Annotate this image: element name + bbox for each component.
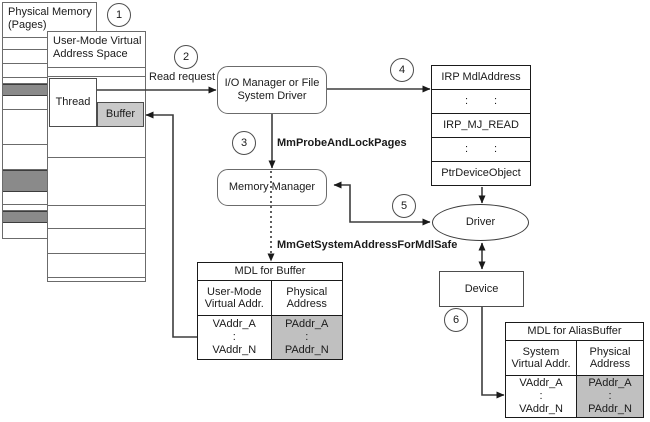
- mdl-alias-vaddr-cell: VAddr_A : VAddr_N: [506, 376, 577, 417]
- mdl-buffer-vaddr-cell: VAddr_A : VAddr_N: [198, 316, 272, 359]
- mmprobeandlockpages-label: MmProbeAndLockPages: [277, 137, 407, 149]
- page-row: [3, 78, 47, 84]
- ellipsis: :: [232, 331, 236, 343]
- step-number: 3: [240, 136, 248, 149]
- vaddr-n: VAddr_N: [212, 344, 257, 356]
- step-number: 5: [400, 199, 408, 212]
- paddr-a: PAddr_A: [285, 318, 329, 330]
- paddr-a: PAddr_A: [588, 377, 632, 389]
- col-header-text: User-Mode: [207, 286, 262, 298]
- page-row: [3, 205, 47, 211]
- colon: :: [464, 95, 468, 107]
- mdl-alias-paddr-cell: PAddr_A : PAddr_N: [577, 376, 643, 417]
- step-circle-1: 1: [107, 3, 131, 27]
- user-mode-row-line: [47, 253, 146, 254]
- irp-row-ellipsis: : :: [432, 138, 530, 162]
- io-manager-label-line1: I/O Manager or File: [224, 77, 320, 89]
- io-manager-label-line2: System Driver: [237, 90, 307, 102]
- mdl-buffer-paddr-cell: PAddr_A : PAddr_N: [271, 316, 342, 359]
- mdl-alias-col1-header: System Virtual Addr.: [506, 341, 577, 375]
- page-row-highlighted: [3, 211, 47, 223]
- step-number: 1: [115, 8, 123, 21]
- paddr-n: PAddr_N: [588, 403, 632, 415]
- thread-box: Thread: [49, 78, 97, 127]
- read-request-label: Read request: [149, 71, 216, 83]
- mdl-buffer-title: MDL for Buffer: [198, 263, 342, 281]
- colon: :: [464, 143, 468, 155]
- step-number: 2: [182, 50, 190, 63]
- colon: :: [494, 143, 498, 155]
- step-number: 4: [398, 63, 406, 76]
- physical-memory-page-column: [2, 38, 48, 239]
- mmgetsystemaddressformdlsafe-label: MmGetSystemAddressForMdlSafe: [277, 239, 458, 251]
- mdl-buffer-col1-header: User-Mode Virtual Addr.: [198, 281, 272, 315]
- ellipsis: :: [608, 390, 612, 402]
- user-mode-title-line2: Address Space: [53, 48, 128, 60]
- irp-row-ptrdeviceobject: PtrDeviceObject: [441, 167, 521, 179]
- user-mode-row-line: [47, 277, 146, 278]
- vaddr-a: VAddr_A: [519, 377, 563, 389]
- user-mode-row-line: [47, 205, 146, 206]
- col-header-text: System: [522, 346, 560, 358]
- irp-structure-table: IRP MdlAddress : : IRP_MJ_READ : : PtrDe…: [431, 65, 531, 186]
- page-row: [3, 223, 47, 238]
- col-header-text: Physical: [286, 286, 328, 298]
- page-row: [3, 38, 47, 50]
- col-header-text: Virtual Addr.: [204, 298, 264, 310]
- irp-row-mdladdress: IRP MdlAddress: [432, 66, 530, 90]
- ellipsis: :: [305, 331, 309, 343]
- irp-row-ellipsis: : :: [432, 90, 530, 114]
- buffer-box: Buffer: [97, 102, 144, 127]
- ellipsis: :: [539, 390, 543, 402]
- page-row: [3, 145, 47, 170]
- step-circle-6: 6: [444, 308, 468, 332]
- step-number: 6: [452, 313, 460, 326]
- mdl-buffer-col2-header: Physical Address: [272, 281, 343, 315]
- user-mode-row-line: [47, 67, 146, 68]
- user-mode-row-line: [47, 76, 146, 77]
- vaddr-a: VAddr_A: [212, 318, 256, 330]
- step-circle-3: 3: [232, 131, 256, 155]
- page-row: [3, 110, 47, 145]
- device-label: Device: [464, 282, 499, 295]
- mdl-aliasbuffer-table: MDL for AliasBuffer System Virtual Addr.…: [505, 322, 644, 418]
- user-mode-address-space-box: User-Mode Virtual Address Space: [47, 31, 146, 282]
- driver-label: Driver: [465, 216, 496, 228]
- colon: :: [494, 95, 498, 107]
- thread-label: Thread: [55, 96, 91, 108]
- page-row-highlighted: [3, 170, 47, 192]
- device-node: Device: [439, 271, 524, 307]
- step-circle-4: 4: [390, 58, 414, 82]
- arrow-mdl-to-buffer: [145, 111, 197, 338]
- page-row: [3, 96, 47, 110]
- io-manager-node: I/O Manager or File System Driver: [217, 66, 327, 114]
- buffer-label: Buffer: [105, 108, 136, 120]
- step-circle-2: 2: [174, 45, 198, 69]
- page-row: [3, 50, 47, 64]
- col-header-text: Virtual Addr.: [511, 358, 571, 370]
- step-circle-5: 5: [392, 194, 416, 218]
- mdl-alias-col2-header: Physical Address: [577, 341, 643, 375]
- arrow-device-to-mdl-alias: [481, 307, 505, 399]
- vaddr-n: VAddr_N: [519, 403, 563, 415]
- user-mode-title-line1: User-Mode Virtual: [53, 35, 142, 47]
- col-header-text: Address: [286, 298, 327, 310]
- irp-row-mjread: IRP_MJ_READ: [432, 114, 530, 138]
- paddr-n: PAddr_N: [284, 344, 329, 356]
- col-header-text: Address: [589, 358, 631, 370]
- physical-memory-label-line1: Physical Memory: [8, 6, 92, 18]
- mdl-alias-title: MDL for AliasBuffer: [506, 323, 643, 341]
- col-header-text: Physical: [589, 346, 631, 358]
- memory-manager-node: Memory Manager: [217, 169, 327, 206]
- mdl-buffer-table: MDL for Buffer User-Mode Virtual Addr. P…: [197, 262, 343, 360]
- user-mode-row-line: [47, 157, 146, 158]
- page-row: [3, 192, 47, 205]
- page-row-highlighted: [3, 84, 47, 96]
- page-row: [3, 64, 47, 78]
- user-mode-row-line: [47, 228, 146, 229]
- memory-manager-label: Memory Manager: [228, 181, 316, 193]
- driver-node: Driver: [432, 204, 529, 241]
- physical-memory-label-line2: (Pages): [8, 19, 47, 31]
